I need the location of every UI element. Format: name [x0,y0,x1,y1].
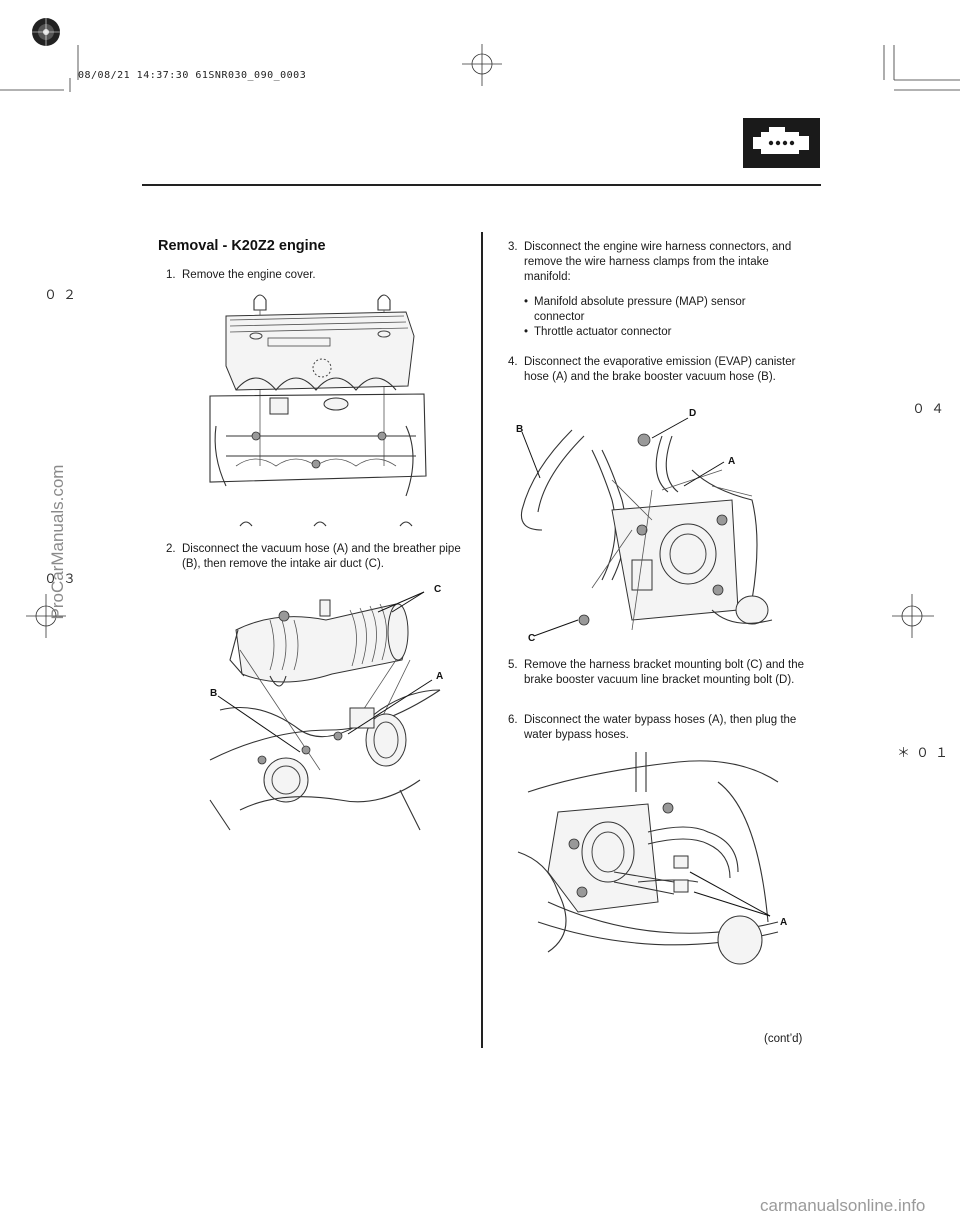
column-divider [481,232,483,1048]
step-number: 4. [508,356,518,368]
callout-c: C [528,633,536,644]
step-5: 5. Remove the harness bracket mounting b… [508,658,818,706]
step-number: 3. [508,241,518,253]
figure-engine-cover [209,294,427,527]
step-6: 6. Disconnect the water bypass hoses (A)… [508,713,818,745]
bullet-glyph: • [524,326,529,338]
figure-intake-air-duct [209,591,441,831]
bullet-map-sensor: • Manifold absolute pressure (MAP) senso… [524,295,804,323]
margin-mark-right-top: ０４ [912,401,951,416]
registration-marks [0,12,960,92]
callout-a: A [436,671,444,682]
continued-label: (cont’d) [764,1033,803,1045]
margin-mark-left-bottom: ０３ [44,571,83,586]
step-text: Disconnect the engine wire harness conne… [524,241,792,283]
step-text: Disconnect the evaporative emission (EVA… [524,356,796,383]
step-1: 1. Remove the engine cover. [166,268,476,284]
step-text: Disconnect the water bypass hoses (A), t… [524,714,797,741]
callout-c: C [434,584,442,595]
step-4: 4. Disconnect the evaporative emission (… [508,355,818,403]
step-number: 5. [508,659,518,671]
step-2: 2. Disconnect the vacuum hose (A) and th… [166,542,476,574]
step-number: 1. [166,269,176,281]
callout-b: B [516,424,524,435]
step-text: Remove the engine cover. [182,269,316,281]
step-text: Disconnect the vacuum hose (A) and the b… [182,543,461,570]
bullet-text: Manifold absolute pressure (MAP) sensor … [534,296,746,323]
step-number: 2. [166,543,176,555]
callout-a: A [728,456,736,467]
margin-mark-left-top: ０２ [44,287,83,302]
step-text: Remove the harness bracket mounting bolt… [524,659,804,686]
bullet-text: Throttle actuator connector [534,326,672,338]
figure-water-bypass-hoses [517,752,779,965]
callout-a: A [780,917,788,928]
bullet-throttle-actuator: • Throttle actuator connector [524,325,804,340]
bottom-watermark: carmanualsonline.info [760,1196,926,1215]
callout-b: B [210,688,218,699]
callout-d: D [689,408,697,419]
header-rule [142,184,821,186]
figure-evap-brake-booster [520,417,773,637]
engine-section-icon [743,118,820,168]
left-registration-cross [26,594,66,638]
step-number: 6. [508,714,518,726]
margin-mark-right-bottom: ＊０１ [897,745,955,760]
print-timestamp: 08/08/21 14:37:30 61SNR030_090_0003 [78,70,307,81]
left-watermark: ProCarManuals.com [48,464,67,620]
bullet-glyph: • [524,296,529,308]
step-3: 3. Disconnect the engine wire harness co… [508,240,818,288]
right-registration-cross [892,594,934,638]
section-title: Removal - K20Z2 engine [158,238,326,254]
